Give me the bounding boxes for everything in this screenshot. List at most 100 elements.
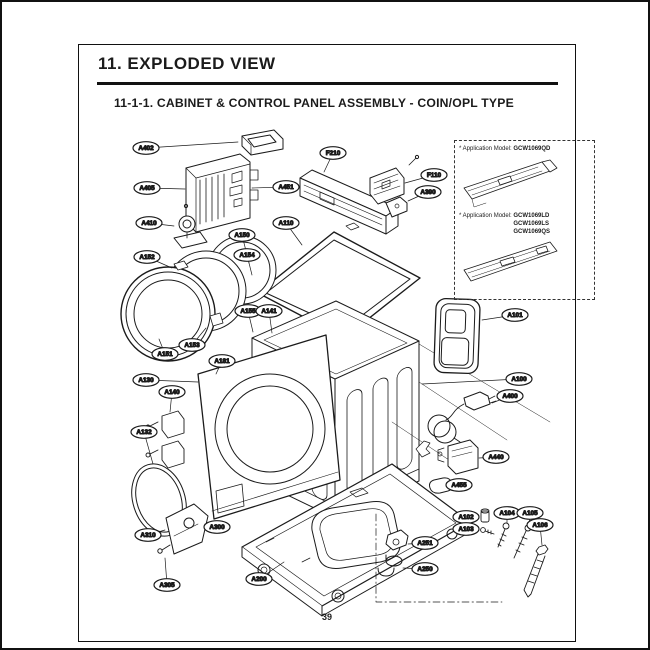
part-label: A250 <box>417 566 433 573</box>
application-note: * Application Model: GCW1069QD <box>459 146 550 154</box>
part-callout-A152: A152 <box>133 250 173 269</box>
part-callout-A103: A103 <box>452 522 480 536</box>
noise-filter-part <box>437 439 479 475</box>
part-callout-A300: A300 <box>203 520 231 534</box>
application-note: * Application Model: GCW1069LD GCW1069LS… <box>459 213 550 237</box>
part-callout-A410: A410 <box>135 216 175 230</box>
part-label: A106 <box>532 522 548 529</box>
application-model: GCW1069QS <box>513 229 551 235</box>
part-label: A181 <box>214 358 230 365</box>
part-callout-A104: A104 <box>493 506 521 524</box>
power-cord-part <box>415 391 497 458</box>
title-rule <box>97 82 558 85</box>
application-model: GCW1069LD <box>513 213 550 219</box>
part-label: A104 <box>499 510 515 517</box>
application-note-prefix: * Application Model: <box>459 213 512 219</box>
part-label: A130 <box>138 377 154 384</box>
part-callout-A250: A250 <box>402 562 439 576</box>
part-callout-F110: F110 <box>404 168 448 184</box>
part-label: A151 <box>157 351 173 358</box>
part-callout-A440: A440 <box>478 450 510 464</box>
part-callout-A132: A132 <box>130 425 158 465</box>
part-label: A310 <box>140 532 156 539</box>
part-label: A152 <box>139 254 155 261</box>
part-label: A101 <box>507 312 523 319</box>
part-callout-A154: A154 <box>233 248 261 276</box>
pressure-switch-part <box>173 203 208 249</box>
part-label: F110 <box>427 172 442 179</box>
part-label: A405 <box>139 185 155 192</box>
part-label: A150 <box>234 232 250 239</box>
part-callout-A106: A106 <box>526 518 554 546</box>
part-label: A155 <box>240 308 256 315</box>
part-callout-A153: A153 <box>178 327 207 352</box>
part-label: A200 <box>251 576 267 583</box>
section-title: 11-1-1. CABINET & CONTROL PANEL ASSEMBLY… <box>114 96 514 110</box>
part-label: A455 <box>451 482 467 489</box>
application-note-prefix: * Application Model: <box>459 146 512 152</box>
application-model: GCW1069QD <box>513 146 551 152</box>
hinge-parts <box>145 410 185 469</box>
part-callout-A402: A402 <box>132 141 239 155</box>
part-callout-F210: F210 <box>319 146 347 173</box>
front-panel-part <box>197 334 341 520</box>
page-number: 39 <box>321 612 332 622</box>
application-model: GCW1069LS <box>513 221 550 227</box>
part-label: A400 <box>502 393 518 400</box>
leveling-feet-parts <box>377 529 409 577</box>
part-label: A140 <box>164 389 180 396</box>
part-callout-A155: A155 <box>234 304 262 333</box>
part-label: A153 <box>184 342 200 349</box>
part-callout-A305: A305 <box>153 557 181 592</box>
part-callout-A141: A141 <box>255 304 283 334</box>
application-panel-variant-2 <box>463 241 558 282</box>
part-callout-A105: A105 <box>516 506 544 526</box>
part-label: A451 <box>278 184 294 191</box>
base-assembly-part <box>241 463 471 617</box>
part-callout-A455: A455 <box>445 478 473 492</box>
part-label: A390 <box>420 189 436 196</box>
part-callout-A181: A181 <box>208 354 236 375</box>
part-callout-A251: A251 <box>407 536 439 550</box>
damper-part <box>429 477 453 494</box>
part-callout-A400: A400 <box>491 389 524 404</box>
part-label: A102 <box>458 514 474 521</box>
part-callout-A101: A101 <box>481 308 529 322</box>
part-callout-A451: A451 <box>251 180 300 194</box>
application-model-box: * Application Model: GCW1069QD * Applica… <box>454 140 595 300</box>
part-callout-A100: A100 <box>421 372 533 386</box>
part-callout-A200: A200 <box>245 561 285 586</box>
control-panel-part <box>299 154 420 235</box>
part-callout-A140: A140 <box>158 385 186 413</box>
part-label: A100 <box>511 376 527 383</box>
page-title: 11. EXPLODED VIEW <box>98 54 276 73</box>
display-pcb-part <box>369 167 405 205</box>
part-label: A103 <box>458 526 474 533</box>
part-callout-A102: A102 <box>452 510 480 524</box>
part-label: A402 <box>138 145 154 152</box>
control-pcb-assembly-part <box>185 153 259 233</box>
part-label: A105 <box>522 510 538 517</box>
part-callout-A110: A110 <box>272 216 303 246</box>
door-assembly-part <box>120 235 277 362</box>
part-label: A300 <box>209 524 225 531</box>
mounting-bracket-parts <box>157 503 209 555</box>
part-label: A305 <box>159 582 175 589</box>
rear-panel-part <box>433 297 481 375</box>
part-label: A110 <box>279 220 294 227</box>
part-label: A251 <box>417 540 433 547</box>
panel-bracket-part <box>385 196 408 218</box>
page-frame <box>78 44 576 642</box>
part-label: A132 <box>136 429 152 436</box>
part-callout-A130: A130 <box>132 373 199 387</box>
part-callout-A151: A151 <box>151 338 179 361</box>
part-label: A410 <box>141 220 157 227</box>
part-callout-A390: A390 <box>407 185 442 202</box>
application-panel-variant-1 <box>463 159 558 208</box>
display-cover-part <box>241 129 284 156</box>
part-label: A440 <box>488 454 504 461</box>
part-callout-A310: A310 <box>134 528 166 542</box>
part-callout-A405: A405 <box>133 181 186 195</box>
